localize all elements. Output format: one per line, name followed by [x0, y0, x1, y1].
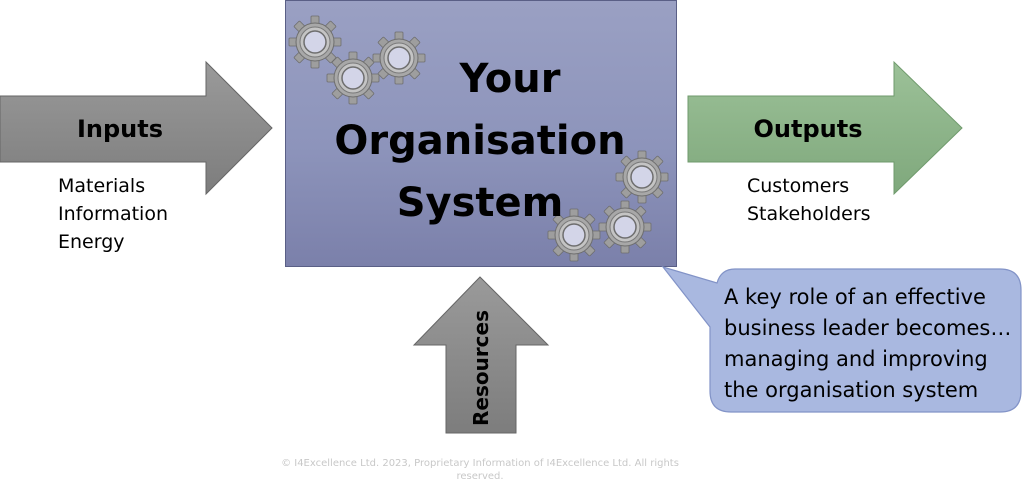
callout-line: the organisation system	[724, 378, 979, 402]
outputs-item: Customers	[747, 175, 850, 197]
callout-line: managing and improving	[724, 347, 988, 371]
inputs-label: Inputs	[76, 115, 164, 143]
inputs-list: Materials Information Energy	[58, 172, 168, 256]
callout-bubble	[661, 265, 1022, 413]
callout-line: business leader becomes…	[724, 316, 1012, 340]
footer-line: © I4Excellence Ltd. 2023, Proprietary In…	[281, 458, 679, 469]
inputs-item: Information	[58, 203, 168, 225]
outputs-item: Stakeholders	[747, 203, 871, 225]
callout-text: A key role of an effective business lead…	[724, 282, 1024, 406]
inputs-item: Energy	[58, 231, 125, 253]
inputs-arrow	[0, 60, 273, 196]
title-line: Organisation	[334, 118, 626, 164]
resources-arrow	[412, 276, 550, 434]
outputs-arrow	[687, 60, 963, 196]
copyright-footer: © I4Excellence Ltd. 2023, Proprietary In…	[280, 457, 680, 483]
footer-line: reserved.	[456, 471, 504, 482]
title-line: System	[396, 180, 564, 226]
inputs-item: Materials	[58, 175, 146, 197]
outputs-label: Outputs	[753, 115, 863, 143]
callout-line: A key role of an effective	[724, 285, 986, 309]
organisation-system-title: Your Organisation System	[320, 48, 640, 234]
title-line: Your	[459, 56, 561, 102]
outputs-list: Customers Stakeholders	[747, 172, 871, 228]
